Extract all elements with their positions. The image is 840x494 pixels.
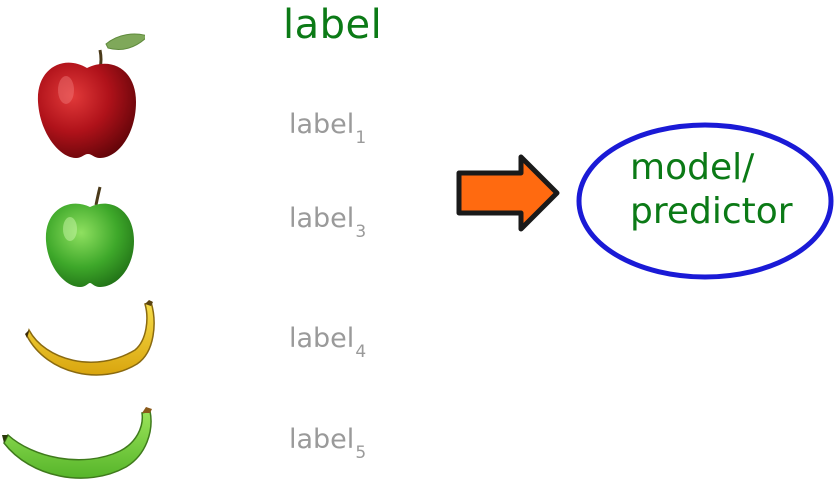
label-4-subscript: 4 (355, 342, 367, 362)
label-3: label3 (289, 203, 366, 242)
label-4: label4 (289, 323, 366, 362)
red-apple-icon (37, 33, 145, 158)
label-1: label1 (289, 109, 366, 148)
label-1-subscript: 1 (355, 128, 367, 148)
green-apple-icon (45, 186, 135, 287)
label-3-text: label (289, 203, 355, 234)
label-header: label (283, 2, 383, 48)
label-5: label5 (289, 424, 366, 463)
green-banana-icon (2, 407, 152, 479)
right-arrow-icon (456, 154, 560, 232)
arrow-shape (456, 154, 560, 232)
label-5-text: label (289, 424, 355, 455)
model-predictor-text: model/ predictor (630, 146, 793, 234)
model-text-line2: predictor (630, 191, 793, 232)
label-1-text: label (289, 109, 355, 140)
model-text-line1: model/ (630, 147, 755, 188)
model-ellipse (576, 122, 834, 280)
yellow-banana-icon (25, 300, 155, 376)
label-3-subscript: 3 (355, 222, 367, 242)
label-4-text: label (289, 323, 355, 354)
label-5-subscript: 5 (355, 443, 367, 463)
